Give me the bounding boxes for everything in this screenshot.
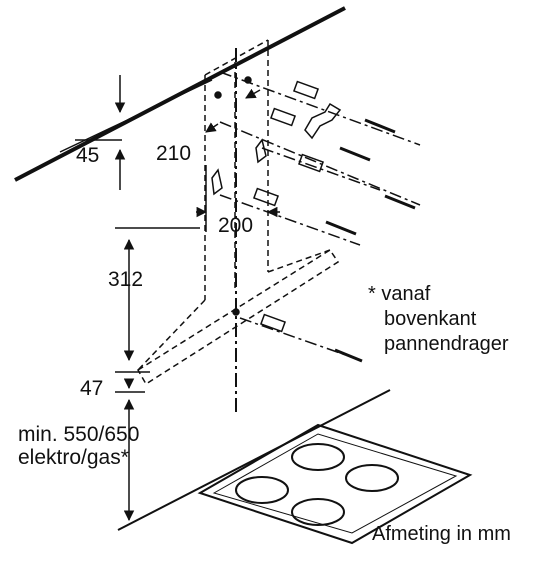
hood-outline [136, 248, 340, 386]
dim-45-ext-upper [59, 79, 213, 153]
label-lower-offset: 47 [80, 377, 103, 400]
footnote-line3: pannendrager [384, 333, 509, 355]
footnote-line1: * vanaf [368, 283, 431, 305]
hob [197, 423, 473, 545]
burner-bottom [291, 498, 345, 526]
label-hood-height: 312 [108, 268, 143, 291]
ceiling-edge [14, 6, 346, 182]
label-hole-spacing: 200 [218, 214, 253, 237]
footnote-line2: bovenkant [384, 308, 477, 330]
unit-caption: Afmeting in mm [372, 523, 511, 545]
dim-210-arrow-top [205, 122, 219, 133]
worktop-edge [117, 389, 391, 531]
label-bracket-spacing: 210 [156, 142, 191, 165]
label-min-height-line2: elektro/gas* [18, 446, 129, 469]
label-ceiling-offset: 45 [76, 144, 99, 167]
dim-210-arrow-right [245, 88, 261, 99]
keyhole-right [255, 138, 267, 164]
screws [325, 118, 416, 363]
burner-right [345, 464, 399, 492]
fixing-holes [214, 76, 252, 316]
label-min-height-line1: min. 550/650 [18, 423, 139, 446]
mounting-bracket [304, 102, 342, 140]
keyhole-left [211, 168, 223, 196]
burner-left [235, 476, 289, 504]
burner-top [291, 443, 345, 471]
wall-plugs [252, 80, 325, 333]
